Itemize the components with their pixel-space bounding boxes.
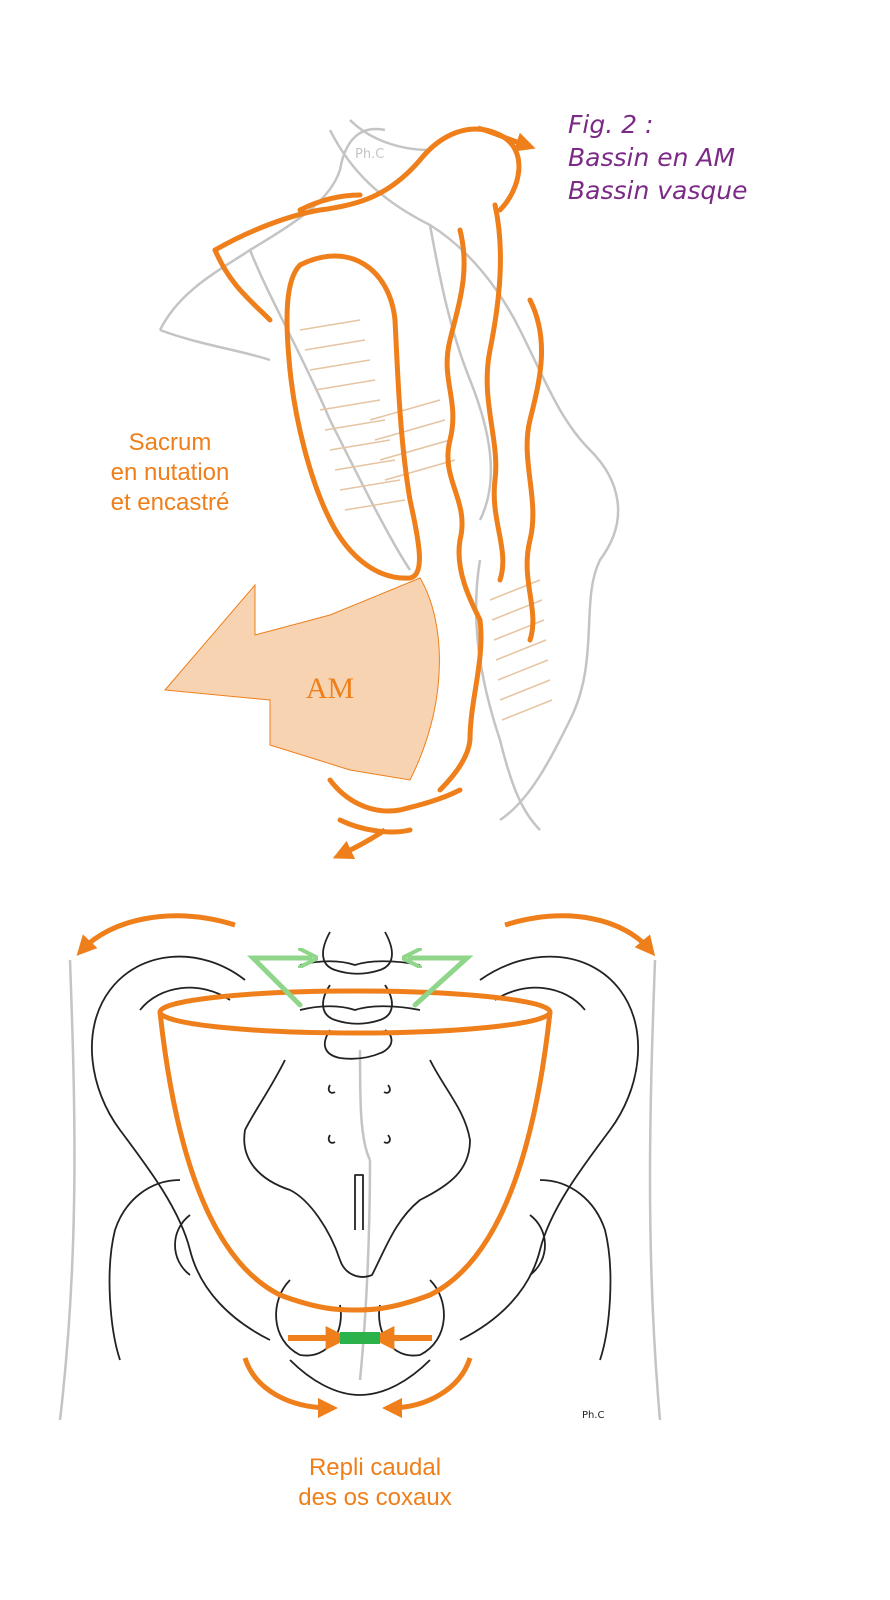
sacrum-label-line-3: et encastré — [110, 489, 230, 516]
hatching — [299, 319, 553, 721]
caption-line-3: Bassin vasque — [568, 176, 748, 205]
frontal-pelvis-view: Ph.C — [58, 913, 662, 1421]
sacrum-label-line-2: en nutation — [110, 459, 230, 486]
figure-caption: Fig. 2 : Bassin en AM Bassin vasque — [568, 108, 748, 207]
signature-top: Ph.C — [355, 147, 384, 162]
symphysis-arrows — [288, 1326, 432, 1350]
lateral-pelvis-view: AM Ph.C — [158, 119, 620, 859]
caption-line-1: Fig. 2 : — [568, 110, 654, 139]
sacrum-label-line-1: Sacrum — [128, 429, 212, 456]
bottom-label: Repli caudal des os coxaux — [240, 1453, 510, 1513]
bottom-label-line-1: Repli caudal — [308, 1454, 442, 1481]
orange-bone-outlines — [212, 126, 545, 835]
bottom-rotation-arrow — [332, 827, 387, 859]
am-arrow-label: AM — [306, 672, 354, 705]
signature-bottom: Ph.C — [582, 1410, 605, 1421]
am-arrow-shape — [163, 577, 440, 781]
pelvic-bowl-outline — [157, 988, 553, 1313]
green-arrows — [246, 958, 474, 1008]
top-rotation-arrow — [477, 125, 536, 152]
grey-body-outline — [58, 959, 662, 1421]
bottom-label-line-2: des os coxaux — [298, 1484, 452, 1511]
caption-line-2: Bassin en AM — [568, 143, 736, 172]
outer-rotation-arrows — [76, 913, 656, 1418]
pelvis-bone-sketch — [91, 931, 639, 1396]
sacrum-label: Sacrum en nutation et encastré — [60, 428, 280, 518]
